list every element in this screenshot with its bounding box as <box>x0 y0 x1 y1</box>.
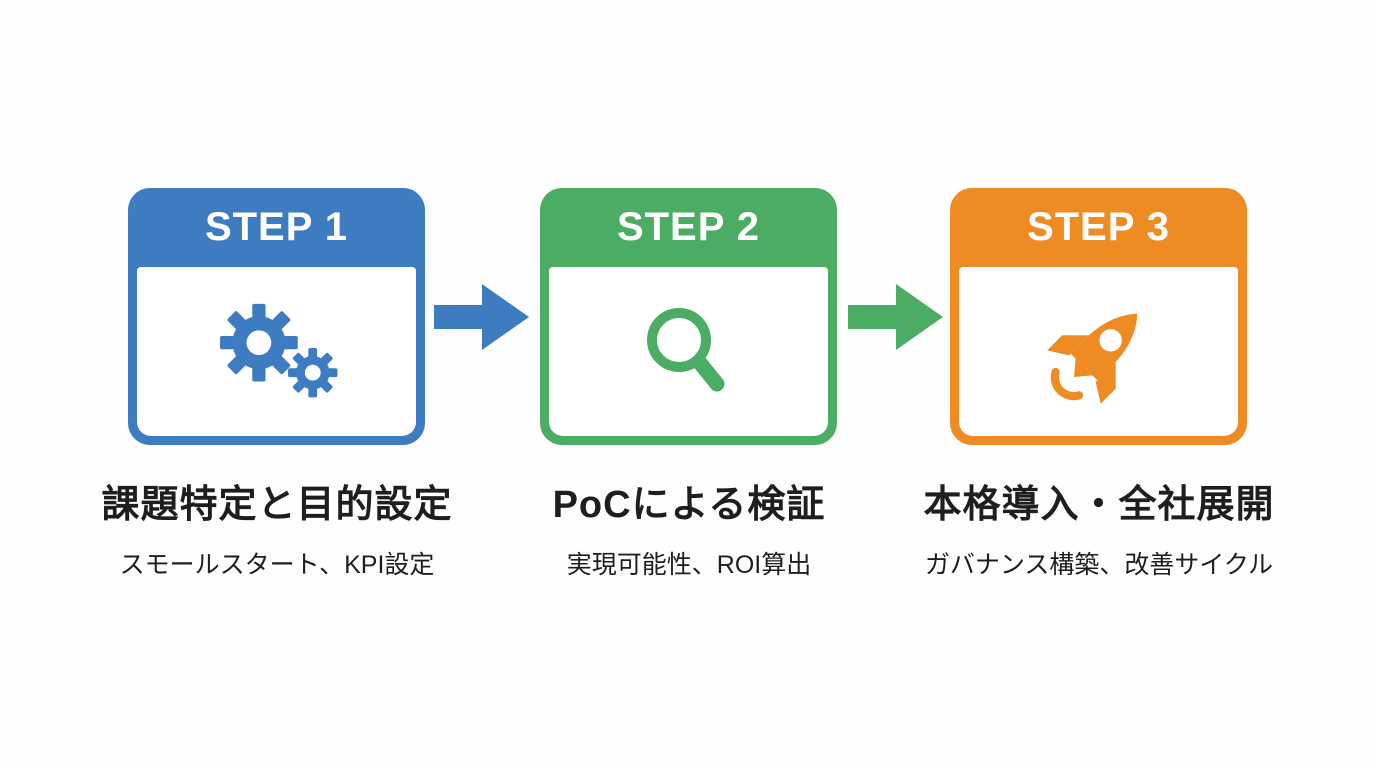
rocket-icon <box>1040 293 1158 411</box>
step-2-card-body <box>549 267 828 436</box>
step-2-subtitle: 実現可能性、ROI算出 <box>566 551 812 579</box>
arrow-right-icon <box>848 284 943 350</box>
step-3-card-body <box>959 267 1238 436</box>
step-1-title: 課題特定と目的設定 <box>101 484 453 526</box>
step-card-2: STEP 2 <box>540 188 837 445</box>
step-1-labels: 課題特定と目的設定 スモールスタート、KPI設定 <box>37 0 517 768</box>
step-1-card-body <box>137 267 416 436</box>
step-2-header-label: STEP 2 <box>616 205 761 249</box>
step-3-labels: 本格導入・全社展開 ガバナンス構築、改善サイクル <box>859 0 1339 768</box>
arrow-right-icon <box>434 284 529 350</box>
step-card-3: STEP 3 <box>950 188 1247 445</box>
step-3-header-label: STEP 3 <box>1026 205 1171 249</box>
step-card-1: STEP 1 <box>128 188 425 445</box>
search-icon <box>639 302 739 402</box>
step-2-labels: PoCによる検証 実現可能性、ROI算出 <box>449 0 929 768</box>
gears-icon <box>213 302 341 401</box>
step-3-title: 本格導入・全社展開 <box>923 484 1275 526</box>
step-1-header-label: STEP 1 <box>204 205 349 249</box>
step-1-subtitle: スモールスタート、KPI設定 <box>119 551 435 579</box>
step-2-title: PoCによる検証 <box>552 484 826 526</box>
step-3-subtitle: ガバナンス構築、改善サイクル <box>924 551 1274 579</box>
